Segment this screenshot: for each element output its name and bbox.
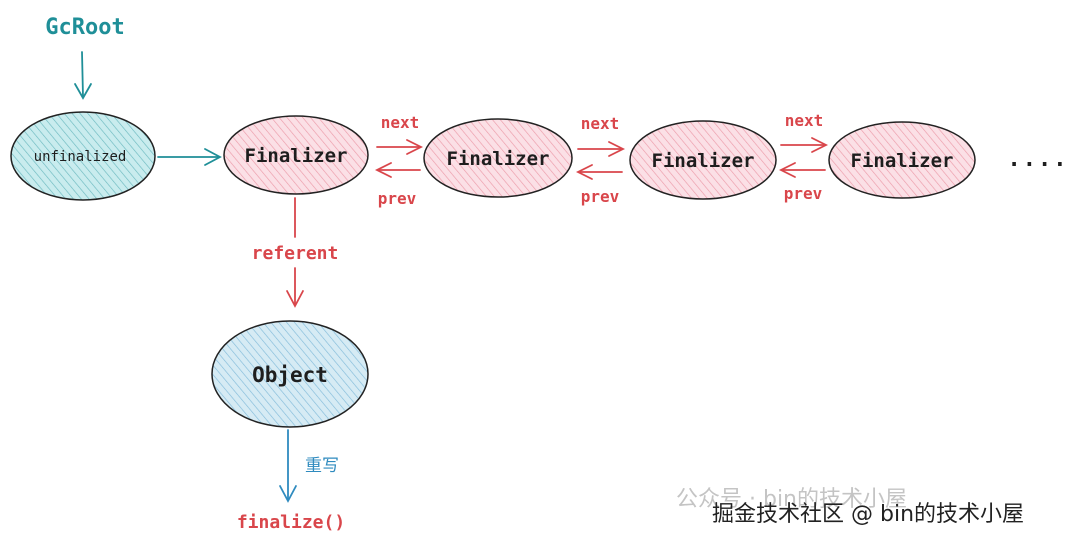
finalizer-node-4: Finalizer [828, 121, 976, 199]
next-arrow-1 [376, 139, 424, 155]
watermark-text: 掘金技术社区 @ bin的技术小屋 [712, 502, 1025, 527]
unfinalized-node: unfinalized [10, 111, 156, 201]
prev-label-1: prev [378, 189, 417, 208]
object-node: Object [211, 320, 369, 428]
finalizer-node-1: Finalizer [223, 115, 369, 195]
next-arrow-2 [577, 141, 626, 157]
gcroot-label: GcRoot [45, 15, 124, 40]
prev-arrow-1 [374, 162, 421, 178]
prev-arrow-2 [575, 164, 623, 180]
finalizer-label-2: Finalizer [447, 148, 550, 170]
unfinalized-label: unfinalized [34, 149, 127, 165]
finalizer-label-4: Finalizer [851, 150, 954, 172]
watermark-faint-text: 公众号 · bin的技术小屋 [676, 487, 908, 512]
override-label: 重写 [305, 456, 339, 476]
next-label-1: next [381, 113, 420, 132]
finalizer-label-3: Finalizer [652, 150, 755, 172]
prev-label-2: prev [581, 187, 620, 206]
finalize-method-label: finalize() [237, 512, 345, 533]
prev-arrow-3 [778, 162, 826, 178]
object-label: Object [252, 363, 328, 387]
next-arrow-3 [780, 137, 829, 153]
referent-arrow [286, 197, 304, 308]
prev-label-3: prev [784, 184, 823, 203]
referent-label: referent [252, 243, 339, 264]
next-label-2: next [581, 114, 620, 133]
more-nodes-ellipsis: .... [1008, 147, 1069, 172]
next-label-3: next [785, 111, 824, 130]
finalizer-node-2: Finalizer [423, 118, 573, 198]
override-arrow [279, 429, 297, 503]
gcroot-arrow [74, 51, 92, 100]
unfinalized-to-finalizer-arrow [157, 148, 222, 166]
finalizer-label-1: Finalizer [245, 145, 348, 167]
finalizer-node-3: Finalizer [629, 120, 777, 200]
